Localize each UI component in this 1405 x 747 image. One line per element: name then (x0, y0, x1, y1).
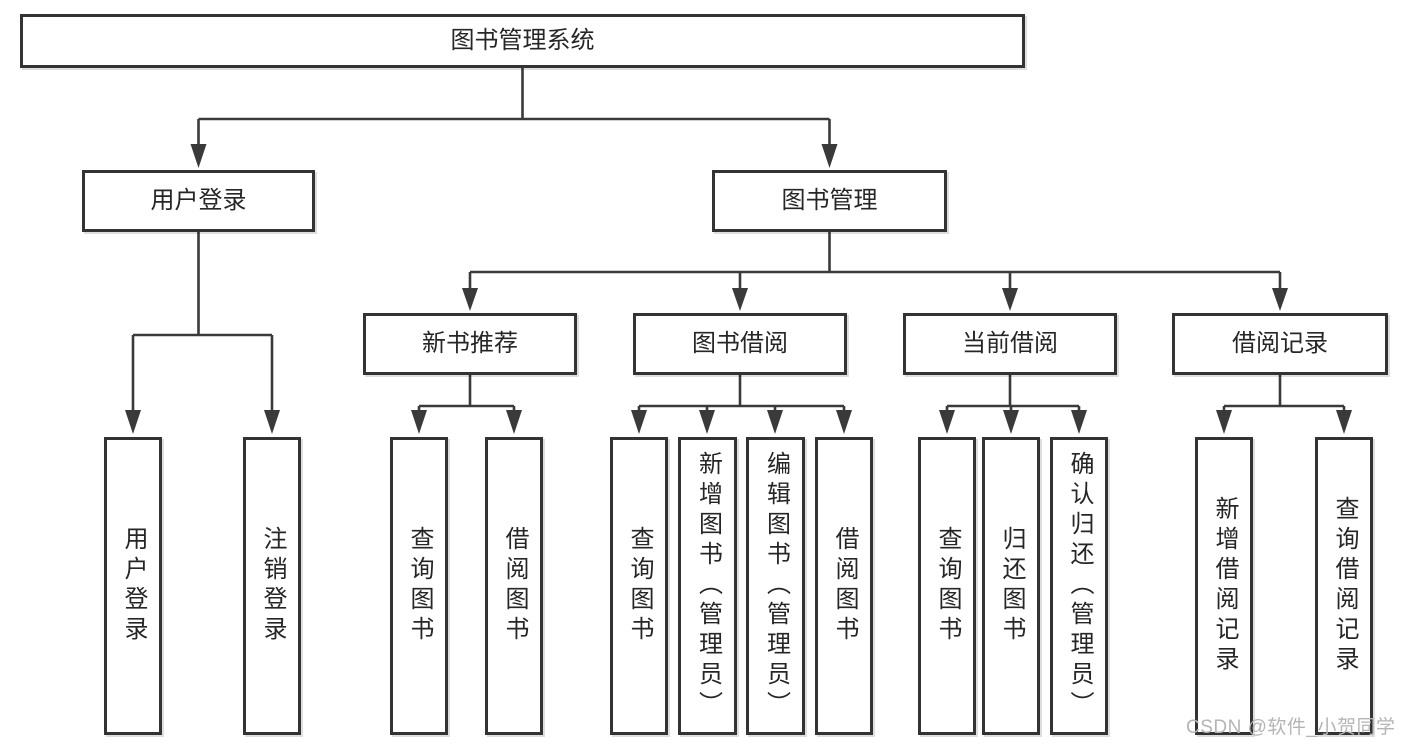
node-borrow-records-label: 借阅记录 (1232, 330, 1328, 357)
node-bb-add-book-admin: 新增图书（管理员） (678, 437, 737, 735)
node-cb-confirm-return-admin-label: 确认归还（管理员） (1066, 451, 1093, 721)
node-cb-confirm-return-admin: 确认归还（管理员） (1050, 437, 1108, 735)
node-br-add-record-label: 新增借阅记录 (1211, 496, 1238, 676)
node-nbr-borrow-book: 借阅图书 (485, 437, 543, 735)
node-nbr-query-book: 查询图书 (390, 437, 448, 735)
node-leaf-logout-label: 注销登录 (259, 526, 286, 646)
node-book-management: 图书管理 (712, 170, 947, 232)
node-borrow-records: 借阅记录 (1172, 313, 1388, 375)
node-bb-query-book-label: 查询图书 (626, 526, 653, 646)
node-cb-query-book-label: 查询图书 (934, 526, 961, 646)
node-user-login-label: 用户登录 (150, 187, 247, 214)
node-book-management-label: 图书管理 (781, 187, 878, 214)
node-bb-borrow-book: 借阅图书 (815, 437, 873, 735)
node-current-borrow: 当前借阅 (903, 313, 1117, 375)
node-nbr-query-book-label: 查询图书 (406, 526, 433, 646)
node-root-label: 图书管理系统 (450, 27, 595, 54)
node-book-borrow: 图书借阅 (633, 313, 847, 375)
node-bb-edit-book-admin: 编辑图书（管理员） (746, 437, 805, 735)
node-bb-query-book: 查询图书 (610, 437, 668, 735)
node-nbr-borrow-book-label: 借阅图书 (501, 526, 528, 646)
node-cb-query-book: 查询图书 (918, 437, 976, 735)
node-leaf-user-login: 用户登录 (104, 437, 162, 735)
node-new-book-recommend-label: 新书推荐 (422, 330, 518, 357)
node-new-book-recommend: 新书推荐 (363, 313, 577, 375)
csdn-watermark: CSDN @软件_小贺同学 (1186, 717, 1396, 738)
node-cb-return-book: 归还图书 (982, 437, 1040, 735)
node-bb-edit-book-admin-label: 编辑图书（管理员） (762, 451, 790, 721)
node-leaf-user-login-label: 用户登录 (120, 526, 147, 646)
node-root: 图书管理系统 (20, 14, 1025, 68)
node-cb-return-book-label: 归还图书 (998, 526, 1025, 646)
node-br-query-record-label: 查询借阅记录 (1331, 496, 1358, 676)
node-leaf-logout: 注销登录 (243, 437, 301, 735)
node-user-login: 用户登录 (82, 170, 315, 232)
node-br-query-record: 查询借阅记录 (1315, 437, 1373, 735)
node-current-borrow-label: 当前借阅 (962, 330, 1058, 357)
node-br-add-record: 新增借阅记录 (1195, 437, 1253, 735)
node-bb-borrow-book-label: 借阅图书 (831, 526, 858, 646)
node-bb-add-book-admin-label: 新增图书（管理员） (694, 451, 722, 721)
node-book-borrow-label: 图书借阅 (692, 330, 788, 357)
